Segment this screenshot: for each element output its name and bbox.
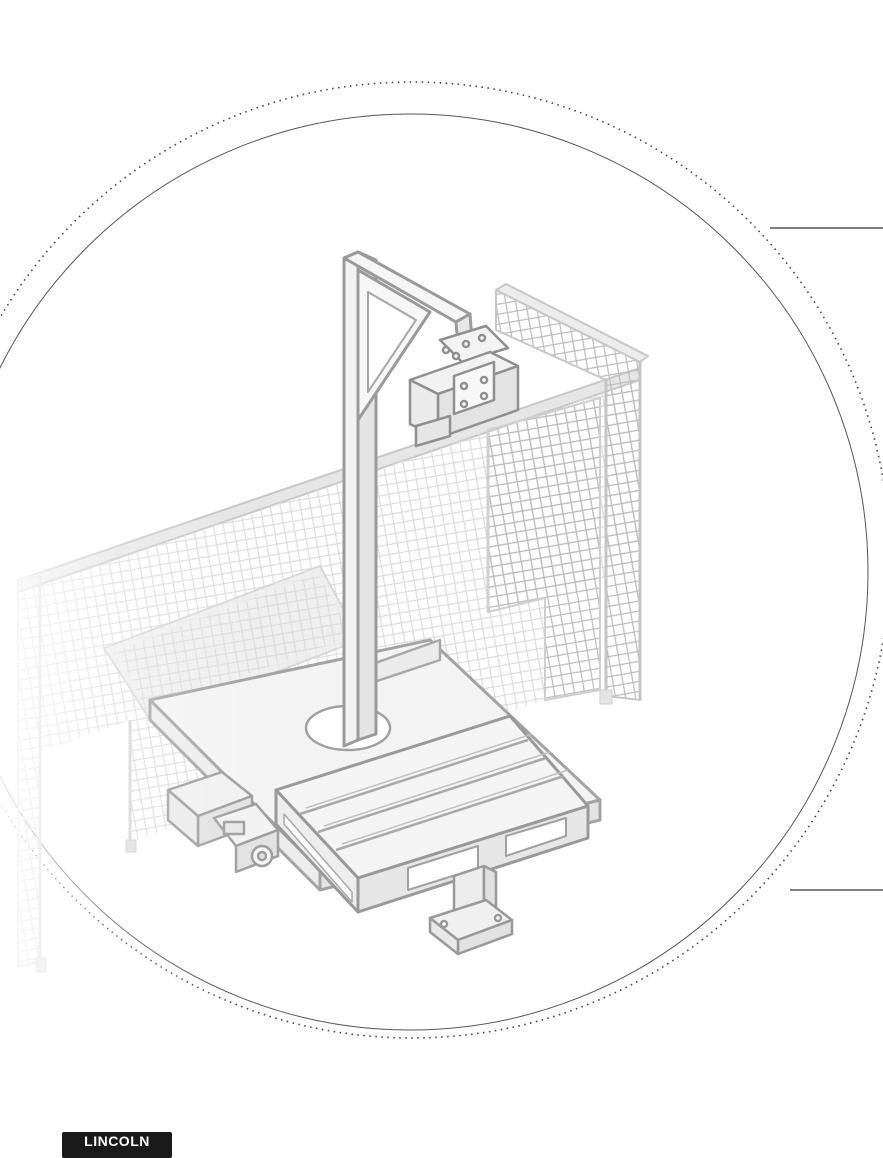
inner-circle bbox=[0, 113, 869, 1031]
pallet-pedestal bbox=[428, 864, 514, 956]
gantry-column bbox=[342, 250, 474, 748]
sensor-head bbox=[408, 324, 520, 448]
logo-text: LINCOLN bbox=[84, 1133, 150, 1149]
pallet bbox=[274, 714, 590, 914]
lincoln-logo: LINCOLN bbox=[62, 1132, 172, 1158]
outer-dotted-ring bbox=[0, 81, 883, 1039]
